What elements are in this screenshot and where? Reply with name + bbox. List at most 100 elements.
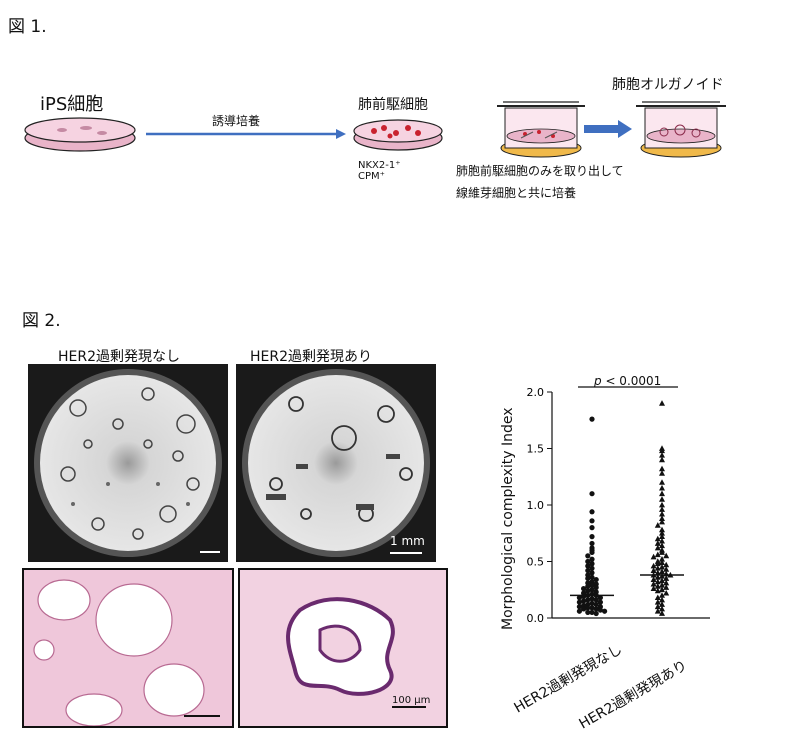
data-point-no-her2: [589, 491, 595, 497]
data-point-no-her2: [589, 416, 595, 422]
data-point-no-her2: [585, 583, 591, 589]
data-point-no-her2: [589, 518, 595, 524]
brightfield-image-no-her2: [28, 364, 228, 562]
data-point-her2: [659, 515, 665, 521]
data-point-her2: [663, 566, 670, 572]
histology-image-no-her2: [22, 568, 234, 728]
column-title-no-her2: HER2過剰発現なし: [58, 349, 181, 365]
data-point-no-her2: [589, 540, 595, 547]
data-point-no-her2: [589, 565, 595, 571]
data-point-no-her2: [589, 525, 595, 531]
data-point-no-her2: [597, 607, 603, 613]
data-point-her2: [659, 596, 665, 603]
data-point-her2: [659, 533, 665, 540]
data-point-no-her2: [589, 587, 595, 593]
data-point-her2: [659, 582, 665, 588]
step-description-line2: 線維芽細胞と共に培養: [456, 186, 577, 200]
data-point-no-her2: [593, 597, 599, 603]
data-point-her2: [654, 565, 661, 571]
data-point-her2: [659, 479, 665, 485]
data-point-no-her2: [585, 563, 591, 569]
data-point-her2: [650, 585, 657, 592]
data-point-her2: [659, 484, 665, 491]
data-point-her2: [659, 506, 665, 512]
data-point-no-her2: [597, 595, 603, 601]
data-point-no-her2: [576, 599, 582, 605]
data-point-her2: [659, 465, 665, 472]
data-point-no-her2: [585, 588, 591, 594]
data-point-her2: [659, 577, 665, 584]
data-point-no-her2: [589, 509, 595, 515]
data-point-no-her2: [576, 604, 582, 610]
data-point-her2: [663, 575, 670, 581]
data-point-no-her2: [589, 561, 595, 567]
data-point-her2: [650, 553, 657, 560]
scale-bar-100um-label: 100 μm: [392, 695, 431, 706]
data-point-her2: [654, 540, 661, 546]
ips-cells-label: iPS細胞: [40, 94, 104, 115]
data-point-her2: [659, 518, 665, 525]
p-value-symbol: p: [594, 374, 602, 388]
data-point-her2: [659, 586, 665, 593]
data-point-her2: [654, 522, 661, 528]
data-point-her2: [650, 576, 657, 582]
data-point-her2: [650, 580, 657, 587]
data-point-no-her2: [593, 610, 599, 617]
figure-1-label: 図 1.: [8, 17, 47, 37]
data-point-her2: [659, 537, 665, 544]
scale-bar-1mm: [390, 552, 422, 554]
data-point-no-her2: [585, 567, 591, 574]
y-tick-label: 1.5: [527, 443, 545, 456]
he-stain-illustration: [24, 570, 232, 726]
data-point-no-her2: [589, 609, 595, 615]
data-point-her2: [663, 561, 670, 568]
lung-progenitor-label: 肺前駆細胞: [358, 97, 428, 113]
arrow-right-bold-icon: [584, 120, 632, 138]
data-point-no-her2: [576, 595, 582, 601]
data-point-her2: [663, 589, 670, 596]
data-point-no-her2: [589, 570, 595, 576]
data-point-no-her2: [576, 608, 582, 614]
data-point-her2: [654, 598, 661, 605]
data-point-her2: [659, 592, 665, 598]
arrow-right-icon: [146, 129, 346, 139]
data-point-her2: [663, 579, 670, 586]
data-point-her2: [654, 535, 661, 542]
data-point-no-her2: [589, 605, 595, 611]
transwell-icon: [497, 101, 585, 158]
data-point-her2: [654, 583, 661, 589]
data-point-no-her2: [593, 576, 599, 583]
data-point-no-her2: [585, 605, 591, 611]
y-axis-label: Morphological complexity Index: [500, 407, 516, 630]
data-point-no-her2: [581, 606, 587, 612]
y-tick-label: 1.0: [527, 499, 545, 512]
data-point-her2: [659, 549, 665, 555]
data-point-her2: [663, 552, 670, 559]
data-point-no-her2: [585, 558, 591, 565]
data-point-her2: [654, 551, 661, 558]
data-point-her2: [654, 574, 661, 580]
data-point-her2: [654, 594, 661, 601]
data-point-her2: [659, 542, 665, 549]
data-point-her2: [659, 456, 665, 463]
data-point-no-her2: [581, 586, 587, 592]
data-point-her2: [654, 569, 661, 576]
data-point-no-her2: [597, 599, 603, 605]
data-point-her2: [659, 452, 665, 458]
marker-nkx2-1: NKX2-1⁺: [358, 160, 401, 171]
data-point-her2: [654, 578, 661, 585]
data-point-her2: [659, 496, 665, 502]
data-point-her2: [659, 530, 665, 536]
data-point-no-her2: [585, 575, 591, 582]
data-point-no-her2: [593, 584, 599, 591]
data-point-her2: [654, 608, 661, 614]
organoid-well-illustration: [34, 369, 222, 557]
data-point-her2: [654, 603, 661, 610]
data-point-her2: [659, 490, 665, 497]
complexity-scatter-chart: 0.00.51.01.52.0: [527, 386, 710, 625]
data-point-no-her2: [593, 606, 599, 612]
alveolar-organoid-label: 肺胞オルガノイド: [612, 77, 724, 93]
data-point-her2: [654, 560, 661, 567]
induction-culture-label: 誘導培養: [212, 114, 261, 128]
ips-dish-icon: [24, 117, 136, 152]
